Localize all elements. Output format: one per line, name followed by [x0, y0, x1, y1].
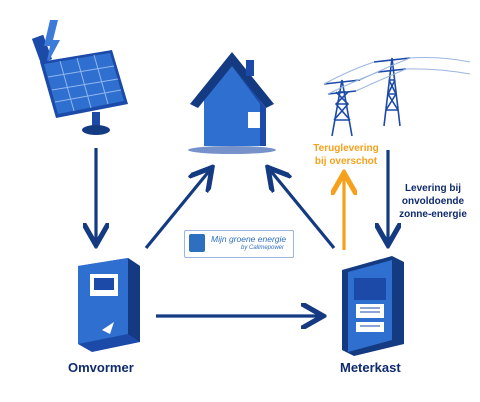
inverter-label: Omvormer: [68, 360, 134, 375]
arrow-meter-to-house: [270, 170, 336, 250]
brand-logo-subtitle: by Callmepower: [241, 245, 285, 251]
feedback-label-line1: Teruglevering: [313, 143, 379, 154]
supply-label-line1: Levering bij: [404, 183, 462, 194]
supply-label: Levering bij onvoldoende zonne-energie: [390, 182, 476, 221]
supply-label-line3: zonne-energie: [399, 209, 467, 220]
feedback-label: Teruglevering bij overschot: [300, 142, 392, 168]
meter-cabinet-label: Meterkast: [340, 360, 401, 375]
house-icon: [188, 52, 276, 154]
supply-label-line2: onvoldoende: [401, 196, 465, 207]
brand-logo-title: Mijn groene energie: [211, 234, 287, 244]
feedback-label-line2: bij overschot: [314, 156, 378, 167]
plug-icon: [189, 234, 205, 252]
inverter-icon: [78, 258, 140, 352]
arrow-inverter-to-house: [144, 170, 210, 250]
brand-logo: Mijn groene energie by Callmepower: [184, 230, 294, 258]
solar-panel-icon: [31, 20, 128, 135]
meter-cabinet-icon: [342, 256, 404, 356]
power-pylons-icon: [323, 57, 471, 137]
